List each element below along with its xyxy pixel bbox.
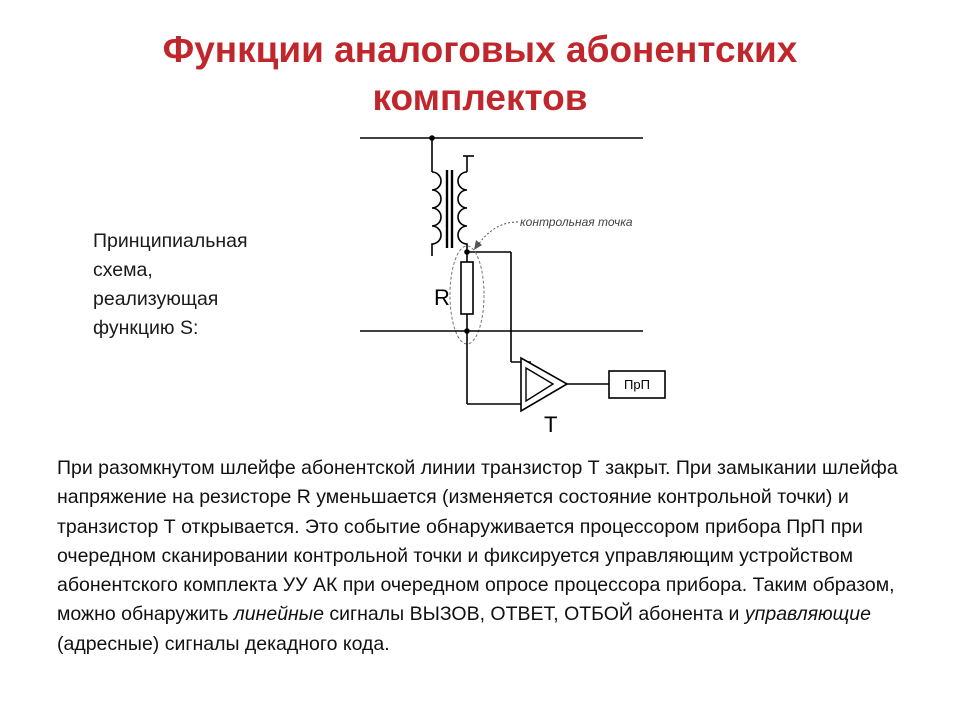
transistor-label: T <box>544 412 557 437</box>
device-box <box>608 370 666 399</box>
schematic-caption: Принципиальная схема, реализующая функци… <box>93 227 293 343</box>
description-text-3: (адресные) сигналы декадного кода. <box>57 632 390 655</box>
primary-winding <box>431 171 442 256</box>
description-text-1: При разомкнутом шлейфе абонентской линии… <box>57 457 898 626</box>
control-point-label: контрольная точка <box>520 215 633 229</box>
resistor-label: R <box>434 285 450 310</box>
page-title: Функции аналоговых абонентских комплекто… <box>60 26 900 122</box>
resistor-r <box>460 261 474 315</box>
caption-line-2: схема, <box>93 259 153 281</box>
secondary-winding <box>457 171 468 254</box>
control-point-pointer <box>477 221 519 246</box>
description-paragraph: При разомкнутом шлейфе абонентской линии… <box>57 454 917 659</box>
description-text-2: сигналы ВЫЗОВ, ОТВЕТ, ОТБОЙ абонента и <box>323 603 745 626</box>
title-line-1: Функции аналоговых абонентских <box>162 29 798 70</box>
title-line-2: комплектов <box>372 77 588 118</box>
control-point-outline <box>449 245 485 345</box>
pointer-arrowhead <box>474 240 482 250</box>
caption-line-4: функцию S: <box>93 317 199 339</box>
transistor-triangle-inner <box>525 366 555 403</box>
caption-line-1: Принципиальная <box>93 230 248 252</box>
device-label: ПрП <box>624 377 650 392</box>
transistor-triangle-outer <box>520 356 569 413</box>
caption-line-3: реализующая <box>93 288 219 310</box>
description-italic-linear: линейные <box>233 603 324 626</box>
description-italic-control: управляющие <box>744 603 871 626</box>
